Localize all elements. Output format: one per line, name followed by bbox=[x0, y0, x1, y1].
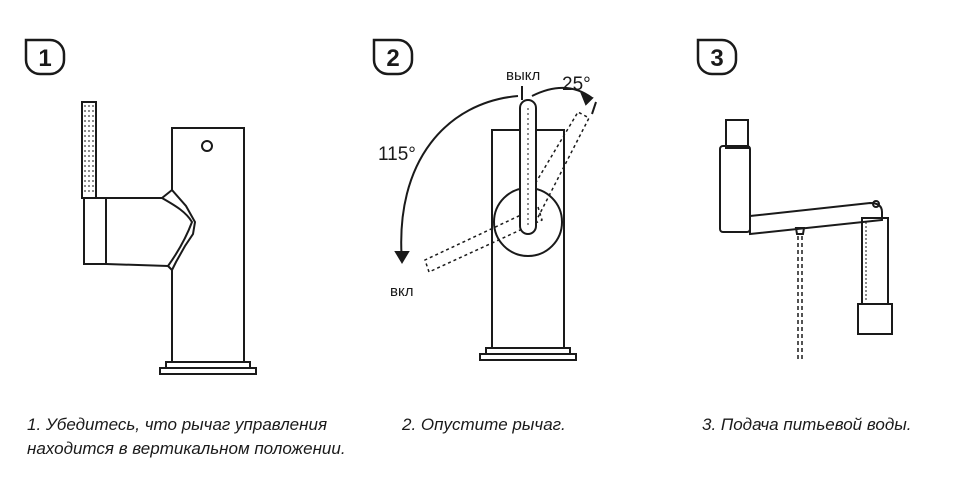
faucet-front-view bbox=[394, 86, 597, 361]
step-1-badge: 1 bbox=[24, 38, 66, 76]
step-1-caption: 1. Убедитесь, что рычаг управления наход… bbox=[27, 415, 346, 458]
faucet-side-view bbox=[81, 101, 257, 375]
step-3-badge: 3 bbox=[696, 38, 738, 76]
step-3-panel: 3 3. Подача питьевой воды. bbox=[660, 0, 976, 497]
step-2-panel: 2 выкл 25° bbox=[330, 0, 660, 497]
step-1-panel: 1 1. Убедитесь, что рычаг управления нах… bbox=[0, 0, 346, 497]
step-2-caption: 2. Опустите рычаг. bbox=[402, 415, 566, 434]
step-2-badge: 2 bbox=[372, 38, 414, 76]
step-1-diagram: 1 bbox=[24, 38, 257, 375]
step-1-number: 1 bbox=[38, 45, 51, 72]
angle-115: 115° bbox=[378, 144, 416, 165]
step-2-diagram: 2 выкл 25° bbox=[372, 38, 597, 361]
step-3-number: 3 bbox=[710, 45, 723, 72]
label-on: вкл bbox=[390, 283, 413, 300]
faucet-water-flow bbox=[719, 119, 893, 360]
step-3-diagram: 3 bbox=[696, 38, 893, 360]
step-2-number: 2 bbox=[386, 45, 399, 72]
step-3-caption: 3. Подача питьевой воды. bbox=[702, 415, 912, 434]
angle-25: 25° bbox=[562, 74, 591, 95]
label-off: выкл bbox=[506, 67, 540, 84]
